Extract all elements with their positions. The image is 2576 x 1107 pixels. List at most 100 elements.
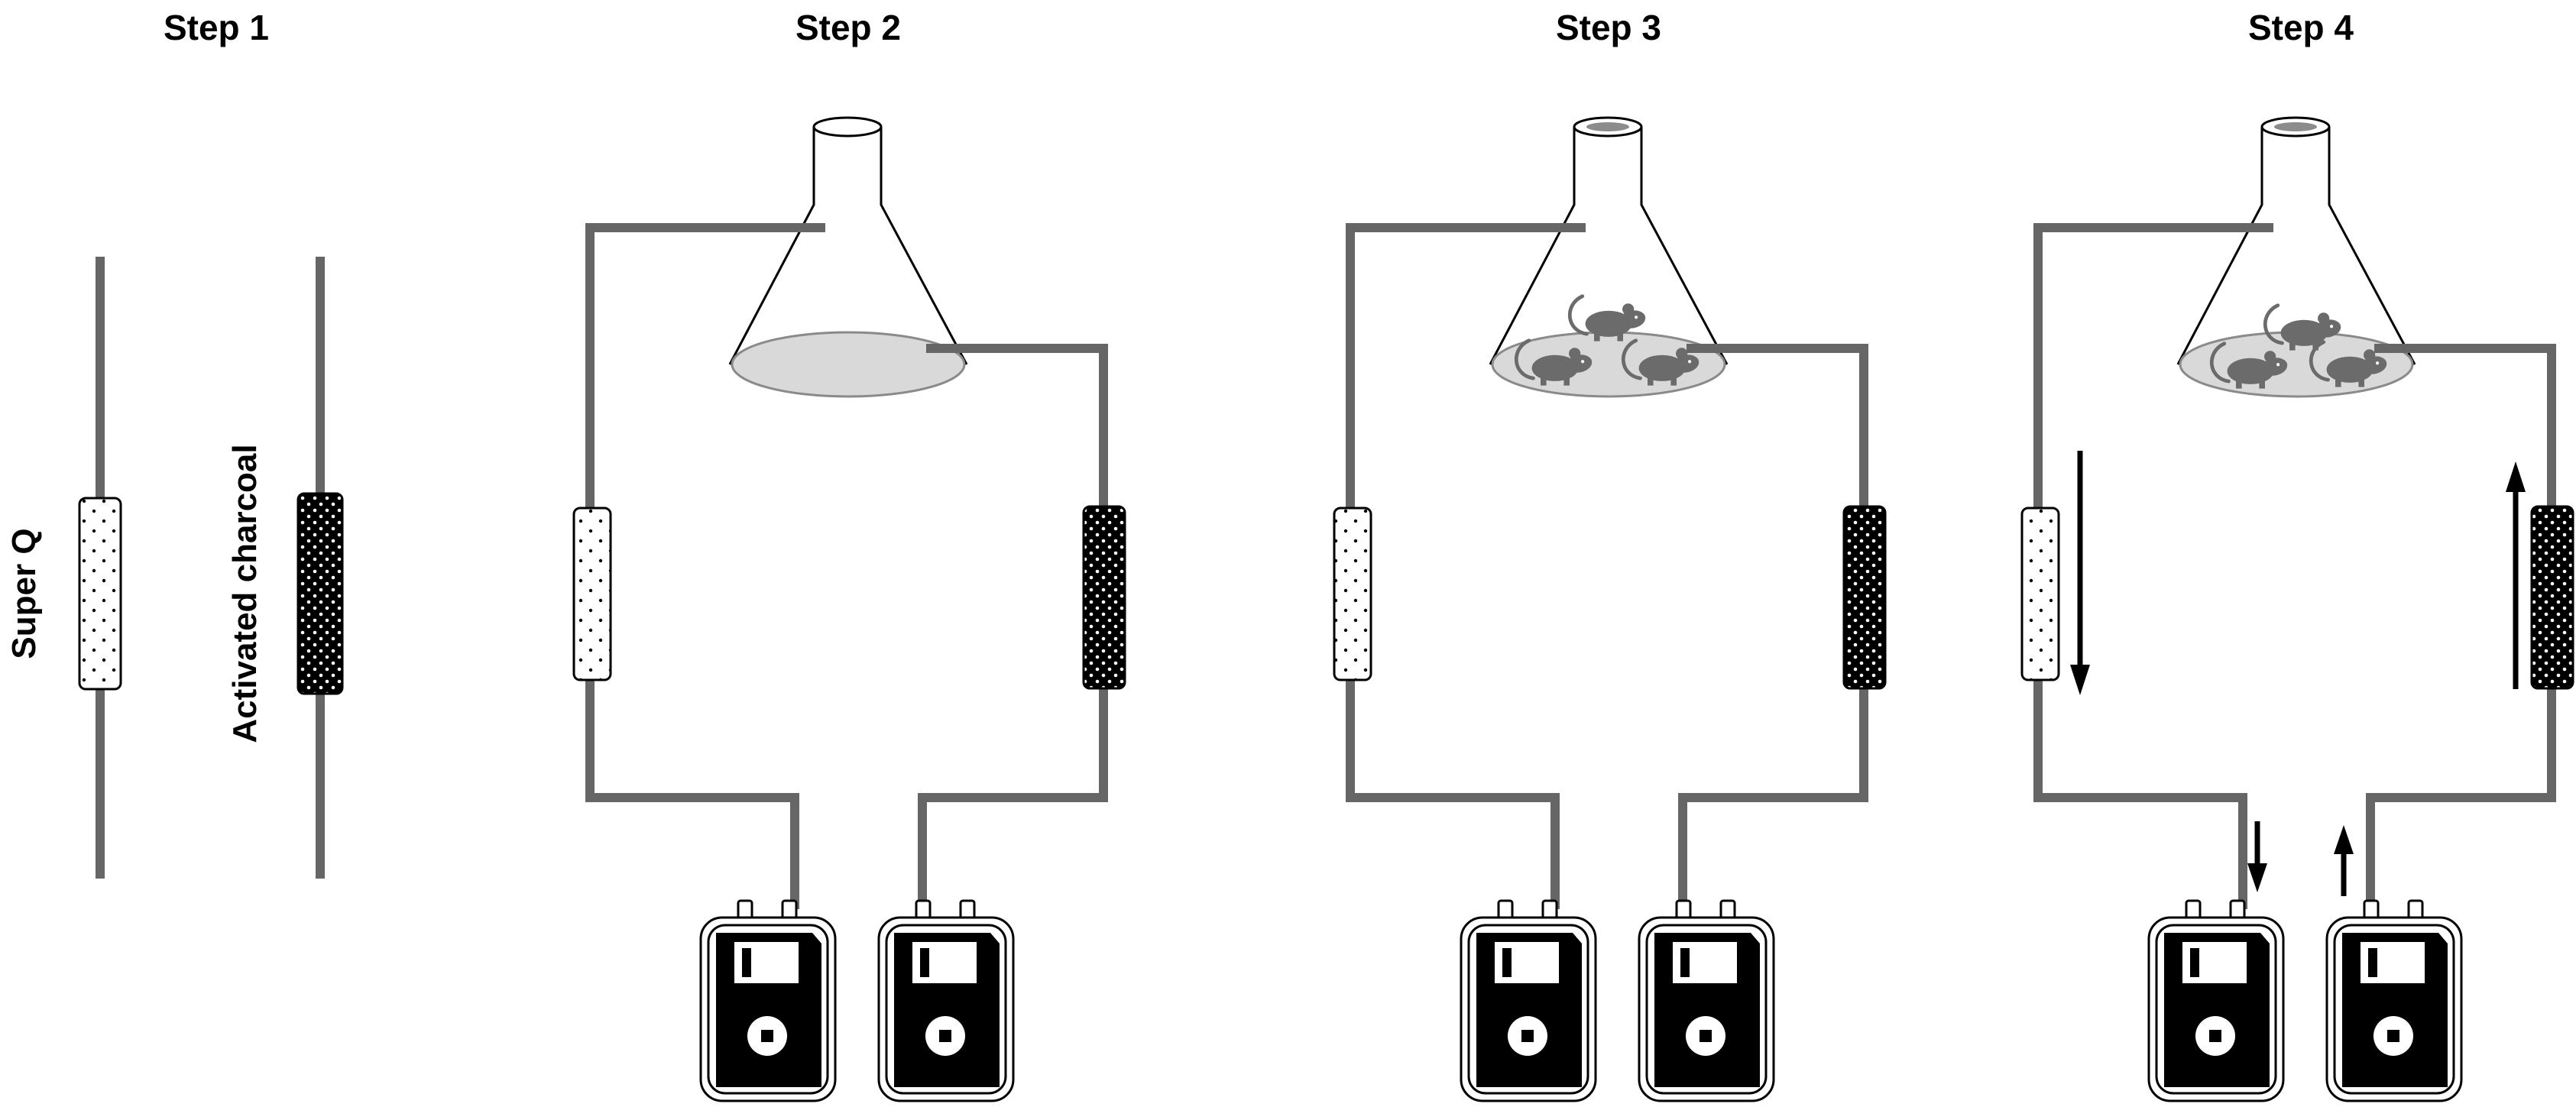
mouse-icon — [1622, 338, 1700, 386]
mouse-icon — [1568, 294, 1646, 341]
mouse-icon — [1515, 338, 1593, 386]
air-pump-icon — [699, 899, 837, 1102]
flow-arrow-icon — [2247, 821, 2267, 892]
outlet-tubing — [918, 344, 1108, 909]
flask-opening — [1586, 122, 1629, 131]
activated-charcoal-cartridge — [296, 492, 344, 695]
inlet-tubing — [585, 223, 825, 909]
mouse-body — [1585, 310, 1632, 337]
mouse-ear — [2364, 349, 2376, 361]
mouse-ear — [2264, 351, 2276, 363]
mouse-tail — [1622, 338, 1642, 380]
mouse-leg — [2358, 380, 2364, 387]
pump-display-mark — [2190, 948, 2199, 977]
mouse-head — [2315, 319, 2341, 338]
mouse-body — [1531, 354, 1579, 381]
pump-dial-center — [2209, 1030, 2221, 1042]
step-2-title: Step 2 — [795, 8, 901, 47]
outlet-tubing — [1678, 344, 1868, 909]
air-pump-icon — [1460, 899, 1597, 1102]
outlet-tubing — [2366, 344, 2556, 909]
mouse-leg — [1617, 334, 1623, 341]
arrow-head — [2506, 461, 2526, 492]
step-1-title: Step 1 — [164, 8, 269, 47]
mouse-ear — [1622, 303, 1635, 316]
step-1-panel: Super Q Activated charcoal — [5, 257, 344, 879]
mouse-leg — [1541, 378, 1547, 386]
air-pump-icon — [2147, 899, 2285, 1102]
mouse-eye — [2330, 325, 2334, 329]
activated-charcoal-cartridge — [1082, 505, 1126, 690]
mouse-tail — [1515, 338, 1535, 380]
activated-charcoal-cartridge — [1842, 505, 1887, 690]
pump-dial-center — [939, 1030, 951, 1042]
step-3-panel — [1333, 116, 1887, 1102]
mouse-icon — [2263, 303, 2341, 351]
mouse-eye — [2276, 363, 2280, 367]
step-2-panel — [572, 116, 1126, 1102]
inlet-tubing — [1346, 223, 1586, 909]
mouse-leg — [2335, 380, 2341, 387]
pump-dial-center — [761, 1030, 773, 1042]
mouse-head — [1619, 310, 1646, 329]
super-q-cartridge — [2020, 507, 2060, 681]
mouse-leg — [2289, 343, 2296, 351]
mouse-head — [2261, 358, 2288, 376]
mouse-ear — [1569, 348, 1581, 360]
mouse-head — [2361, 356, 2387, 374]
air-pump-icon — [877, 899, 1015, 1102]
pump-display-mark — [1502, 948, 1512, 977]
pump-dial-center — [2387, 1030, 2399, 1042]
pump-dial-center — [1700, 1030, 1712, 1042]
mouse-leg — [2236, 381, 2242, 389]
mouse-icon — [2210, 341, 2288, 389]
mouse-leg — [1563, 378, 1570, 386]
mouse-ear — [1676, 348, 1688, 360]
super-q-label: Super Q — [5, 528, 43, 659]
erlenmeyer-flask-icon — [1489, 127, 1729, 365]
mouse-icon — [2309, 340, 2387, 387]
mouse-tail — [2309, 340, 2330, 382]
mouse-leg — [1648, 378, 1654, 386]
pump-display-mark — [1680, 948, 1690, 977]
mouse-leg — [1670, 378, 1677, 386]
pump-display-mark — [920, 948, 929, 977]
mouse-body — [1638, 354, 1686, 381]
mouse-eye — [2376, 361, 2380, 365]
super-q-cartridge — [572, 507, 612, 681]
arrow-head — [2070, 665, 2090, 695]
super-q-cartridge — [78, 497, 122, 691]
mouse-body — [2227, 358, 2274, 384]
flow-arrow-icon — [2506, 461, 2526, 689]
air-pump-icon — [2325, 899, 2463, 1102]
mouse-leg — [1594, 334, 1600, 341]
mouse-tail — [2263, 303, 2284, 345]
mouse-tail — [1568, 294, 1589, 336]
flow-arrow-icon — [2070, 451, 2090, 695]
mouse-body — [2326, 356, 2373, 383]
flask-opening — [2274, 122, 2317, 131]
erlenmeyer-flask-icon — [728, 127, 968, 365]
step-4-title: Step 4 — [2248, 8, 2354, 47]
step-3-title: Step 3 — [1556, 8, 1661, 47]
super-q-cartridge — [1333, 507, 1372, 681]
inlet-tubing — [2033, 223, 2273, 909]
mouse-body — [2280, 319, 2328, 346]
activated-charcoal-label: Activated charcoal — [226, 444, 264, 743]
arrow-head — [2334, 825, 2354, 854]
mouse-head — [1673, 354, 1700, 373]
pump-display-mark — [2368, 948, 2377, 977]
bedding — [731, 331, 966, 398]
air-pump-icon — [1638, 899, 1775, 1102]
flow-arrow-icon — [2334, 825, 2354, 896]
erlenmeyer-flask-icon — [2176, 127, 2416, 365]
mouse-leg — [2259, 381, 2265, 389]
mouse-ear — [2318, 312, 2330, 325]
mouse-eye — [1581, 360, 1585, 364]
mouse-head — [1566, 354, 1593, 373]
step-4-panel — [2020, 116, 2574, 1102]
mouse-eye — [1635, 316, 1638, 319]
arrow-head — [2247, 863, 2267, 892]
pump-dial-center — [1521, 1030, 1534, 1042]
